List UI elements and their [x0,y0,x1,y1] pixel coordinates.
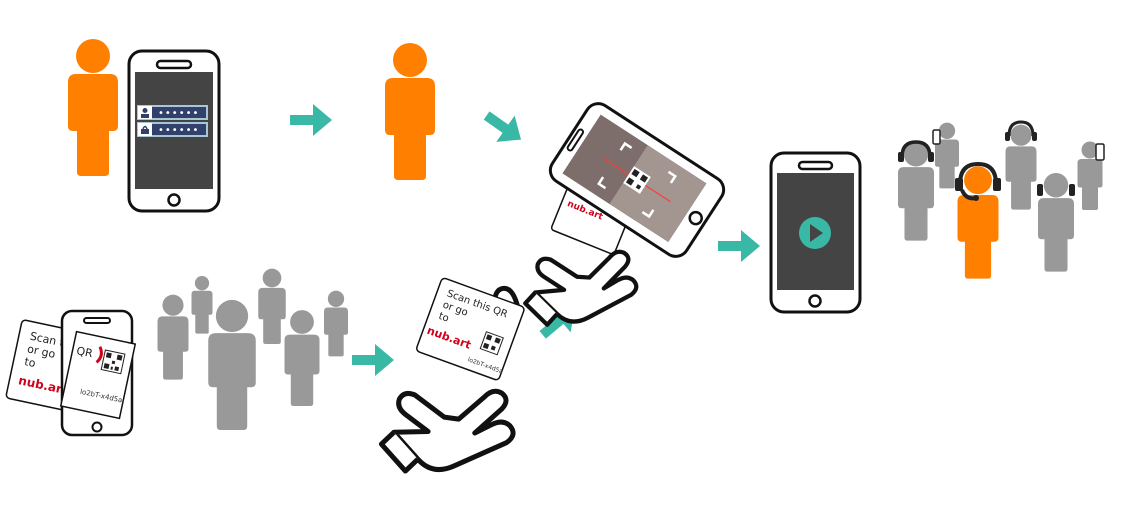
arrow-icon [290,104,332,136]
headphone-cup [993,178,1001,191]
card-text-line2: or go [26,342,57,361]
headphone-cup [1005,132,1010,141]
headphones-icon [1007,120,1035,137]
scan-smartphone-icon: QR lo2bT-x4d5a [59,309,137,437]
arrow-icon [352,344,394,376]
headphone-cup [898,152,904,162]
crowd-icon [157,268,348,430]
login-smartphone-icon: •••••• •••••• [127,49,221,213]
video-smartphone-icon [769,151,862,314]
play-icon [799,217,831,249]
highlighted-person-icon [957,166,999,279]
qr-code-icon [623,166,651,194]
headphones-icon [900,140,932,158]
username-mask: •••••• [158,108,199,119]
earbuds-icon [1037,184,1075,196]
hand-icon [517,241,641,331]
microphone-icon [973,195,979,201]
card-text-line3: to [23,355,37,370]
headphone-cup [1032,132,1037,141]
person-icon [1005,124,1037,210]
headphone-cup [955,178,963,191]
mini-phone-icon [1095,143,1105,161]
qr-code-icon [100,349,126,375]
arrow-icon [718,230,760,262]
audience-group [898,120,1105,279]
camera-viewfinder [597,141,677,219]
password-mask: •••••• [158,125,199,136]
hand-holding-card: Scan this QR or go to nub.art lo2bT-x4d5… [375,277,525,478]
user-person-icon [68,39,118,176]
arrow-icon [477,102,531,153]
scanning-smartphone-icon [548,102,726,258]
hand-icon [375,380,517,478]
mini-phone-icon [932,129,941,145]
login-form-icon: •••••• •••••• [137,105,208,137]
logged-in-person-icon [385,43,435,180]
person-icon [1038,172,1074,272]
held-card-line3: to [437,311,450,325]
card-qr-label: QR [75,344,94,360]
headphone-cup [928,152,934,162]
